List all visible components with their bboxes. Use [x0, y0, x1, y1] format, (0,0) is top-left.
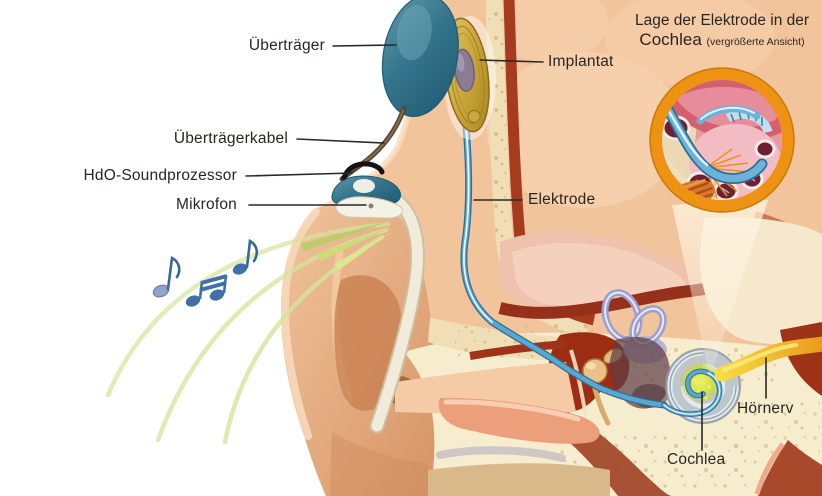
corner-red-wedge — [758, 440, 822, 496]
transmitter-coil — [381, 0, 459, 118]
eardrum — [569, 349, 588, 417]
skin-light-patch — [605, 0, 775, 86]
nerve-highlight — [722, 343, 798, 372]
inset-title-main: Cochlea — [639, 30, 702, 50]
skin-light-patch — [488, 0, 608, 62]
music-note-icon — [232, 238, 259, 275]
label-uebertraegerkabel: Überträgerkabel — [173, 130, 288, 147]
label-elektrode: Elektrode — [528, 191, 596, 208]
canal-tube-highlight — [443, 399, 581, 422]
auditory-nerve — [714, 336, 822, 382]
temporal-lobe-highlight — [512, 242, 688, 306]
ear-hook — [371, 194, 423, 432]
implant-coil-mark — [467, 109, 481, 124]
processor-dial — [353, 179, 375, 193]
sound-processor — [331, 161, 425, 434]
label-uebertraeger: Überträger — [248, 37, 325, 54]
label-implantat: Implantat — [548, 53, 614, 70]
processor-hook-wire — [341, 161, 385, 181]
corner-salmon-edge — [754, 442, 785, 495]
microphone-port — [368, 203, 374, 209]
inset-cochlea-cross-section — [662, 80, 782, 200]
label-hdo-soundprozessor: HdO-Soundprozessor — [83, 167, 237, 184]
leader-uebertraegerkabel — [296, 138, 385, 144]
ear-canal — [395, 349, 610, 496]
ossicle-highlight — [586, 362, 596, 370]
electrode-wire — [460, 121, 668, 409]
canal-lower-tube — [438, 397, 600, 444]
nerve-band — [714, 336, 822, 382]
transmitter-highlight — [396, 4, 432, 61]
magnifier-cone — [672, 200, 768, 378]
leader-hdo — [245, 172, 353, 177]
electrode-sheath-highlight — [463, 124, 493, 323]
bottom-tan-strip — [428, 463, 610, 496]
electrode-coil-highlight — [663, 372, 721, 415]
inset-title-note: (vergrößerte Ansicht) — [706, 36, 805, 49]
music-note-icon — [152, 256, 181, 298]
label-cochlea: Cochlea — [667, 451, 726, 468]
canal-upper-wall — [469, 340, 567, 360]
label-mikrofon: Mikrofon — [175, 196, 237, 213]
implant-magnet-highlight — [456, 53, 465, 72]
magnifier-inset-circle — [649, 67, 795, 213]
leader-lines — [245, 44, 767, 451]
skin-light-patch — [487, 52, 683, 208]
sound-beams — [300, 221, 392, 270]
leader-implantat — [479, 59, 544, 63]
inset-title-line2: Cochlea (vergrößerte Ansicht) — [616, 30, 822, 50]
spiral-line — [669, 352, 737, 420]
label-hoernerv: Hörnerv — [737, 400, 794, 417]
gray-sliver — [436, 446, 566, 462]
cable-highlight — [363, 109, 404, 163]
incoming-sound — [105, 221, 392, 445]
leader-uebertraeger — [332, 44, 397, 47]
jaw-shadow — [330, 432, 428, 496]
music-note-icon — [185, 274, 228, 307]
inset-title-line1: Lage der Elektrode in der — [634, 12, 810, 29]
electrode-contacts — [693, 374, 711, 400]
inset-title: Lage der Elektrode in der Cochlea (vergr… — [616, 11, 822, 51]
